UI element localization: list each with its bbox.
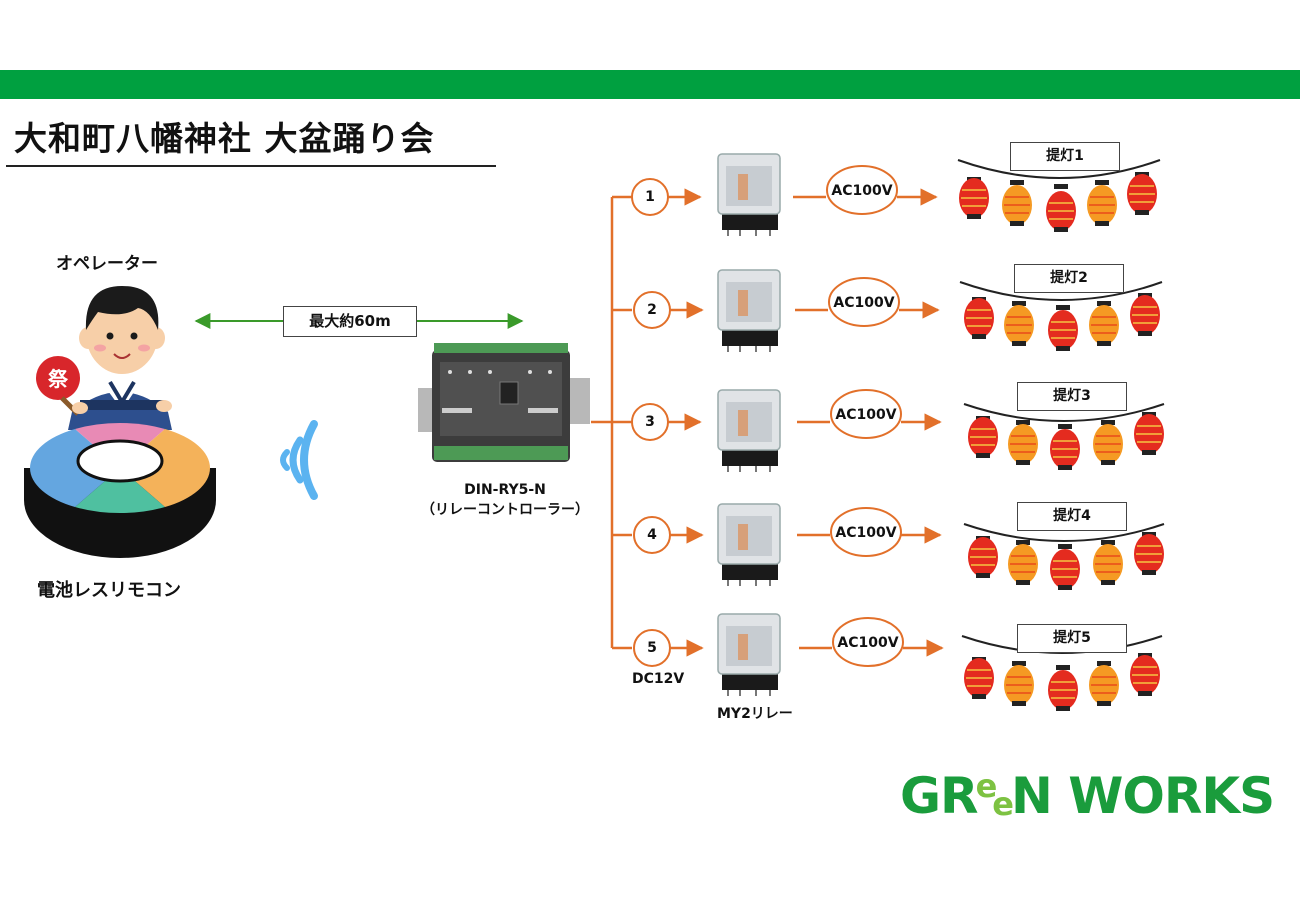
channel-number-3: 3 (645, 414, 655, 430)
logo-part-g: G (900, 767, 941, 825)
channel-row-2 (633, 269, 1163, 352)
lanterns-2 (964, 293, 1160, 351)
lanterns-4 (968, 532, 1164, 590)
controller-model: DIN-RY5-N (464, 482, 546, 498)
my2-relay-image-4 (717, 503, 781, 586)
controller-description: （リレーコントローラー） (421, 502, 589, 518)
logo-part-e-lower: e (992, 785, 1014, 823)
channel-row-3 (631, 389, 1165, 472)
voltage-label-1: AC100V (831, 183, 893, 199)
lantern-label-4: 提灯4 (1017, 502, 1127, 531)
lantern-label-5: 提灯5 (1017, 624, 1127, 653)
relay-label: MY2リレー (717, 706, 793, 722)
channel-row-4 (633, 503, 1165, 590)
logo-part-e-upper: e (975, 767, 998, 805)
my2-relay-image-3 (717, 389, 781, 472)
channel-number-2: 2 (647, 302, 657, 318)
green-works-logo: GReeN WORKS (900, 756, 1275, 834)
my2-relay-image-1 (717, 153, 781, 236)
output-wiring (591, 195, 632, 650)
remote-label: 電池レスリモコン (37, 580, 181, 601)
channel-number-4: 4 (647, 527, 657, 543)
header-band (0, 70, 1300, 99)
channel-row-1 (631, 153, 1161, 236)
logo-part-rest: N WORKS (1010, 767, 1275, 825)
lantern-label-1: 提灯1 (1010, 142, 1120, 171)
channel-number-1: 1 (645, 189, 655, 205)
logo-part-r: R (940, 767, 979, 825)
voltage-label-2: AC100V (833, 295, 895, 311)
lantern-label-2: 提灯2 (1014, 264, 1124, 293)
channel-row-5 (633, 613, 1163, 711)
lantern-label-3: 提灯3 (1017, 382, 1127, 411)
relay-controller-image (418, 343, 590, 462)
operator-label: オペレーター (56, 254, 158, 274)
wireless-signal-icon (280, 420, 318, 500)
operator-illustration: 祭 (36, 286, 172, 430)
my2-relay-image-5 (717, 613, 781, 696)
remote-device-icon (24, 422, 216, 558)
voltage-label-4: AC100V (835, 525, 897, 541)
lanterns-3 (968, 412, 1164, 470)
my2-relay-image-2 (717, 269, 781, 352)
distance-label: 最大約60m (283, 306, 417, 337)
title-underline (6, 165, 496, 167)
dc-supply-label: DC12V (632, 671, 685, 687)
page-title: 大和町八幡神社 大盆踊り会 (14, 119, 435, 158)
lanterns-1 (959, 172, 1157, 232)
svg-text:祭: 祭 (47, 367, 69, 391)
voltage-label-5: AC100V (837, 635, 899, 651)
controller-label: DIN-RY5-N （リレーコントローラー） (412, 480, 598, 520)
channel-number-5: 5 (647, 640, 657, 656)
voltage-label-3: AC100V (835, 407, 897, 423)
lanterns-5 (964, 653, 1160, 711)
